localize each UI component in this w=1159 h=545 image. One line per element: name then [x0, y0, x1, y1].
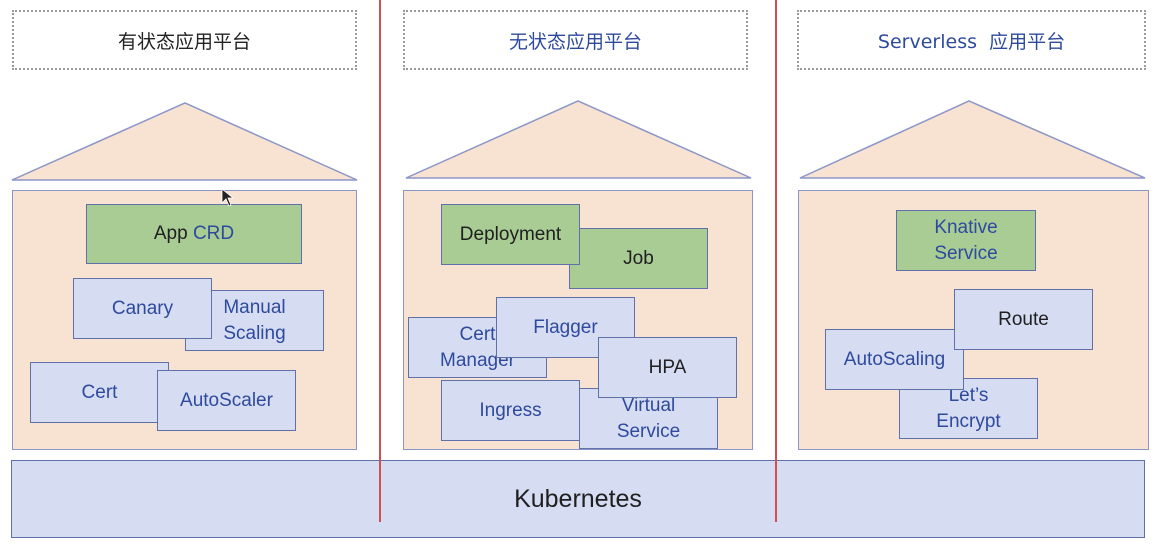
route-label: Route — [998, 308, 1049, 330]
manual-scaling-label: Manual Scaling — [223, 296, 286, 344]
serverless-platform-title: Serverless 应用平台 — [797, 10, 1146, 70]
route-box: Route — [954, 289, 1093, 350]
virtual-service-box: Virtual Service — [579, 388, 718, 449]
ingress-label: Ingress — [479, 399, 542, 421]
knative-service-label: Knative Service — [934, 216, 998, 264]
hpa-label: HPA — [648, 356, 687, 378]
crd-label: CRD — [192, 223, 235, 244]
app-crd-box: App CRD — [86, 204, 302, 264]
kubernetes-label: Kubernetes — [514, 484, 642, 513]
stateful-roof — [11, 102, 358, 181]
mouse-cursor-icon — [221, 188, 235, 207]
stateless-platform-title: 无状态应用平台 — [403, 10, 748, 70]
job-label: Job — [623, 247, 654, 269]
ingress-box: Ingress — [441, 380, 580, 441]
serverless-platform-title-text: Serverless 应用平台 — [877, 30, 1066, 53]
autoscaler-box: AutoScaler — [157, 370, 296, 431]
app-label: App — [153, 223, 188, 244]
deployment-box: Deployment — [441, 204, 580, 265]
autoscaling-label: AutoScaling — [843, 348, 946, 370]
hpa-box: HPA — [598, 337, 737, 398]
lets-encrypt-label: Let’s Encrypt — [936, 384, 1001, 432]
canary-box: Canary — [73, 278, 212, 339]
autoscaler-label: AutoScaler — [180, 389, 273, 411]
column-divider-left — [379, 0, 381, 522]
job-box: Job — [569, 228, 708, 289]
virtual-service-label: Virtual Service — [616, 394, 681, 442]
stateful-platform-title: 有状态应用平台 — [12, 10, 357, 70]
canary-label: Canary — [111, 297, 174, 319]
kubernetes-base-bar: Kubernetes — [11, 460, 1145, 538]
autoscaling-box: AutoScaling — [825, 329, 964, 390]
column-divider-right — [775, 0, 777, 522]
stateless-roof — [405, 100, 752, 179]
cert-label: Cert — [81, 381, 118, 403]
stateless-platform-title-text: 无状态应用平台 — [508, 30, 642, 53]
deployment-label: Deployment — [459, 223, 562, 245]
knative-service-box: Knative Service — [896, 210, 1036, 271]
stateful-platform-title-text: 有状态应用平台 — [117, 30, 251, 53]
serverless-roof — [799, 100, 1146, 179]
flagger-label: Flagger — [533, 316, 598, 338]
cert-box: Cert — [30, 362, 169, 423]
